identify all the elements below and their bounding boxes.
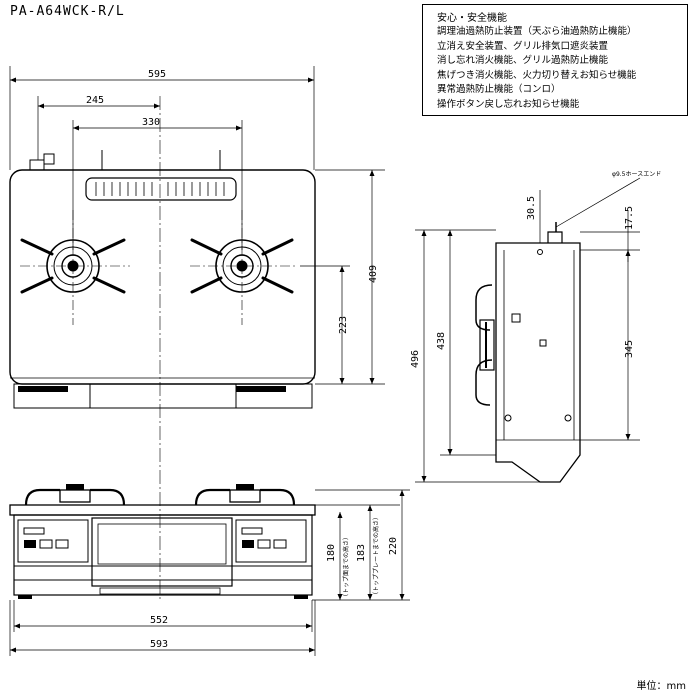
hose-end-label: φ9.5ホースエンド	[612, 171, 661, 178]
dim-223: 223	[338, 316, 349, 334]
model-title: PA-A64WCK-R/L	[10, 4, 125, 19]
dim-345: 345	[624, 340, 635, 358]
left-control-panel	[17, 519, 89, 563]
dim-183-note: （トッププレートまでの高さ）	[372, 514, 380, 598]
dim-496: 496	[410, 350, 421, 368]
control-panel-strip	[13, 383, 313, 409]
front-view: 552 593 180 （トップ面までの高さ） 183 （トッププレートまでの高…	[9, 484, 410, 656]
dim-552: 552	[150, 615, 168, 626]
unit-label: 単位：mm	[636, 681, 686, 692]
dim-593: 593	[150, 639, 168, 650]
dim-17-5: 17.5	[624, 206, 635, 230]
dim-438: 438	[436, 332, 447, 350]
safety-item: 操作ボタン戻し忘れお知らせ機能	[437, 98, 580, 110]
right-burner	[190, 210, 298, 325]
safety-list: 調理油過熱防止装置（天ぷら油過熱防止機能） 立消え安全装置、グリル排気口遮炎装置…	[437, 25, 637, 112]
dim-30-5: 30.5	[526, 196, 537, 220]
grill-door	[91, 517, 233, 587]
dim-595: 595	[148, 69, 166, 80]
cooktop-outline	[9, 169, 316, 385]
dim-183: 183	[356, 544, 367, 562]
dim-409: 409	[368, 265, 379, 283]
side-view: φ9.5ホースエンド 30.5 17.5 345 438 496	[410, 171, 661, 483]
front-body	[13, 514, 313, 596]
safety-item: 立消え安全装置、グリル排気口遮炎装置	[437, 40, 609, 52]
dim-245: 245	[86, 95, 104, 106]
dim-180: 180	[326, 544, 337, 562]
dim-220: 220	[388, 537, 399, 555]
gas-inlet-fitting	[29, 159, 45, 171]
safety-item: 調理油過熱防止装置（天ぷら油過熱防止機能）	[437, 26, 637, 37]
dim-330: 330	[142, 117, 160, 128]
grill-vent	[85, 177, 237, 201]
safety-features-box: 安心・安全機能 調理油過熱防止装置（天ぷら油過熱防止機能） 立消え安全装置、グリ…	[422, 4, 688, 116]
safety-item: 異常過熱防止機能（コンロ）	[437, 84, 561, 95]
safety-item: 消し忘れ消火機能、グリル過熱防止機能	[437, 55, 609, 66]
right-control-panel	[235, 519, 307, 563]
front-top-plate	[9, 504, 316, 516]
side-body	[495, 242, 581, 483]
top-view: 595 245 330	[9, 66, 385, 600]
dim-180-note: （トップ面までの高さ）	[342, 534, 350, 600]
left-burner	[20, 210, 130, 325]
safety-item: 焦げつき消火機能、火力切り替えお知らせ機能	[437, 69, 637, 81]
safety-heading: 安心・安全機能	[437, 13, 507, 24]
